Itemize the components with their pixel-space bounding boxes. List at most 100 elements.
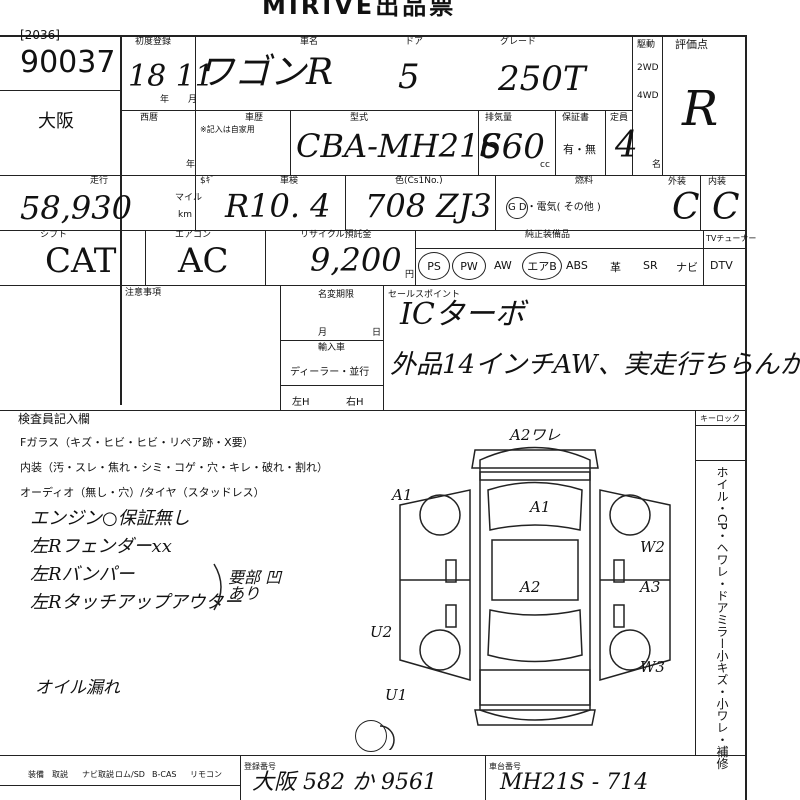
label-model: 型式 xyxy=(350,113,369,123)
label-doors: ドア xyxy=(405,37,424,47)
equip-airbag: エアB xyxy=(522,252,562,280)
inspector-hand-1: エンジン○保証無し xyxy=(30,508,190,529)
mark-a1-center: A1 xyxy=(530,498,551,516)
equip-pw: PW xyxy=(452,252,486,280)
sales-point-1: ICターボ xyxy=(400,297,525,332)
label-name-change: 名変期限 xyxy=(318,290,355,300)
label-interior: 内装 xyxy=(708,177,727,187)
inspector-interior: 内装（汚・スレ・焦れ・シミ・コゲ・穴・キレ・破れ・割れ） xyxy=(20,461,328,474)
label-capacity: 定員 xyxy=(610,113,629,123)
lot-number: 90037 xyxy=(20,45,116,80)
fuel-gasoline-circle xyxy=(506,197,528,219)
label-notes: 注意事項 xyxy=(125,288,162,298)
right-column-text: ホイル・CP・ヘワレ・ドアミラー小キズ・小ワレ・補修 xyxy=(715,466,729,770)
label-aircon: エアコン xyxy=(175,230,212,240)
label-dealer: ディーラー・並行 xyxy=(290,367,370,378)
equip-abs: ABS xyxy=(566,259,588,272)
first-reg-value: 18 11 xyxy=(128,59,214,94)
label-first-reg: 初度登録 xyxy=(135,37,172,47)
inspector-hand-4: 左Rタッチアップアウター xyxy=(30,592,242,613)
equip-navi: ナビ xyxy=(676,261,698,274)
label-history: 車歴 xyxy=(245,113,264,123)
fuel-options: G D・電気( その他 ) xyxy=(508,202,601,213)
car-diagram xyxy=(380,446,671,750)
inspector-audio: オーディオ（無し・穴）/タイヤ（スタッドレス） xyxy=(20,486,265,499)
displacement-value: 660 xyxy=(480,127,545,167)
label-reg-no: 登録番号 xyxy=(244,762,276,771)
label-recycle: リサイクル預託金 xyxy=(300,230,372,240)
label-keylock: キーロック xyxy=(700,414,740,423)
grade-value: 250T xyxy=(498,59,586,99)
label-history-note: ※記入は自家用 xyxy=(200,125,255,134)
bottom-navi-manual: ナビ取説 xyxy=(82,770,114,779)
bottom-bcas: B-CAS xyxy=(152,770,177,779)
interior-grade-value: C xyxy=(712,187,740,228)
equip-ps: PS xyxy=(418,252,450,280)
exterior-grade-value: C xyxy=(672,187,700,228)
bottom-manual: 取説 xyxy=(52,770,68,779)
reg-no-value: 大阪 582 か 9561 xyxy=(252,770,437,795)
label-score: 評価点 xyxy=(675,38,708,51)
mark-w3: W3 xyxy=(640,658,665,676)
warranty-options: 有・無 xyxy=(563,143,596,156)
mark-a2-bottom: A2 xyxy=(520,578,541,596)
equip-sr: SR xyxy=(643,259,658,272)
label-miles: マイル xyxy=(175,193,203,203)
equip-dtv: DTV xyxy=(710,259,733,272)
label-right-hand: 右H xyxy=(346,397,364,408)
mark-w2: W2 xyxy=(640,538,665,556)
score-value: R xyxy=(682,81,719,137)
inspector-hand-3: 左Rバンパー xyxy=(30,564,135,585)
capacity-mark: 名 xyxy=(652,160,662,170)
mark-a1-left: A1 xyxy=(392,486,413,504)
equip-leather: 革 xyxy=(610,261,621,274)
label-import: 輸入車 xyxy=(318,343,346,353)
inspector-hand-2: 左Rフェンダーxx xyxy=(30,536,172,557)
doors-value: 5 xyxy=(398,57,420,97)
bracket-mark xyxy=(213,563,222,611)
label-grade: グレード xyxy=(500,37,537,47)
yen-mark: 円 xyxy=(405,270,415,280)
color-value: 708 ZJ3 xyxy=(365,187,492,225)
mark-u1: U1 xyxy=(385,686,408,704)
label-inspection: 車検 xyxy=(280,176,299,186)
aircon-value: AC xyxy=(178,241,229,281)
label-shift: シフト xyxy=(40,230,68,240)
shift-value: CAT xyxy=(45,241,117,281)
label-warranty: 保証書 xyxy=(562,113,590,123)
label-mileage: 走行 xyxy=(90,176,109,186)
mark-a3: A3 xyxy=(640,578,661,596)
bottom-equip: 装備 xyxy=(28,770,44,779)
form-title: MIRIVE出品票 xyxy=(262,0,457,20)
label-displacement: 排気量 xyxy=(485,113,513,123)
inspection-value: R10. 4 xyxy=(225,187,331,225)
inspector-fglass: Fガラス（キズ・ヒビ・ヒビ・リペア跡・X要） xyxy=(20,436,254,449)
frame-no-value: MH21S - 714 xyxy=(500,770,649,795)
sales-point-2: 外品14インチAW、実走行ちらんか xyxy=(390,350,800,380)
label-sales-point: セールスポイント xyxy=(388,290,461,300)
label-seireki: 西暦 xyxy=(140,113,159,123)
label-frame-no: 車台番号 xyxy=(489,762,521,771)
mileage-value: 58,930 xyxy=(20,189,132,227)
label-exterior: 外装 xyxy=(668,177,687,187)
location: 大阪 xyxy=(38,111,74,132)
label-left-hand: 左H xyxy=(292,397,310,408)
car-name-value: ワゴンR xyxy=(198,52,334,93)
lot-prefix: [2036] xyxy=(20,28,60,42)
month-mark: 月 xyxy=(188,95,198,105)
label-drive-4wd: 4WD xyxy=(637,91,659,101)
label-tuner: TVチューナー xyxy=(706,234,757,243)
label-km: km xyxy=(178,210,192,220)
label-inspection-prefix: $ｷﾞ xyxy=(200,176,215,186)
label-color: 色(Cs1No.) xyxy=(395,176,443,186)
mark-u2: U2 xyxy=(370,623,393,641)
label-inspector: 検査員記入欄 xyxy=(18,412,91,426)
year-mark-2: 年 xyxy=(186,160,196,170)
label-drive-2wd: 2WD xyxy=(637,63,659,73)
capacity-value: 4 xyxy=(615,125,638,166)
year-mark: 年 xyxy=(160,95,170,105)
model-value: CBA-MH21S xyxy=(296,127,502,165)
recycle-value: 9,200 xyxy=(310,241,402,279)
mark-a2-crack: A2ワレ xyxy=(510,426,561,444)
label-day: 日 xyxy=(372,328,382,338)
